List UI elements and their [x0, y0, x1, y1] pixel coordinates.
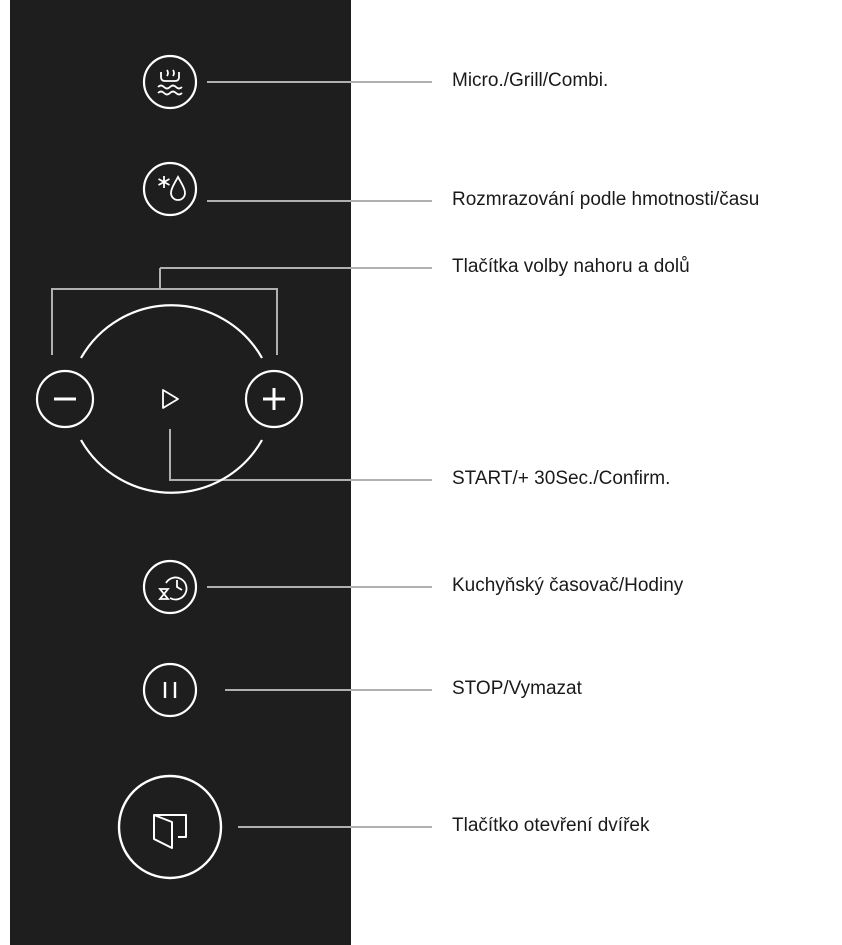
stop-button[interactable] — [142, 662, 198, 718]
defrost-button[interactable] — [142, 161, 198, 217]
label-kitchen-timer: Kuchyňský časovač/Hodiny — [452, 575, 684, 596]
snowflake-drop-icon — [158, 175, 186, 201]
door-open-button[interactable] — [117, 774, 223, 880]
label-door-open: Tlačítko otevření dvířek — [452, 815, 650, 836]
minus-button[interactable] — [35, 369, 95, 429]
label-select-up-down: Tlačítka volby nahoru a dolů — [452, 256, 690, 277]
pause-icon — [163, 682, 177, 698]
start-button[interactable] — [140, 369, 200, 429]
play-icon — [162, 389, 179, 409]
selection-dial — [80, 304, 263, 494]
leader-line-select — [51, 288, 278, 355]
label-micro-grill-combi: Micro./Grill/Combi. — [452, 70, 609, 91]
plus-icon — [263, 388, 285, 410]
kitchen-timer-button[interactable] — [142, 559, 198, 615]
leader-line-start — [169, 423, 432, 481]
control-panel — [10, 0, 351, 945]
micro-grill-combi-button[interactable] — [142, 54, 198, 110]
label-defrost: Rozmrazování podle hmotnosti/času — [452, 189, 760, 210]
label-start: START/+ 30Sec./Confirm. — [452, 468, 671, 489]
plus-button[interactable] — [244, 369, 304, 429]
label-stop: STOP/Vymazat — [452, 678, 582, 699]
timer-clock-icon — [158, 576, 188, 601]
wave-heat-icon — [157, 69, 183, 96]
door-icon — [153, 814, 187, 849]
